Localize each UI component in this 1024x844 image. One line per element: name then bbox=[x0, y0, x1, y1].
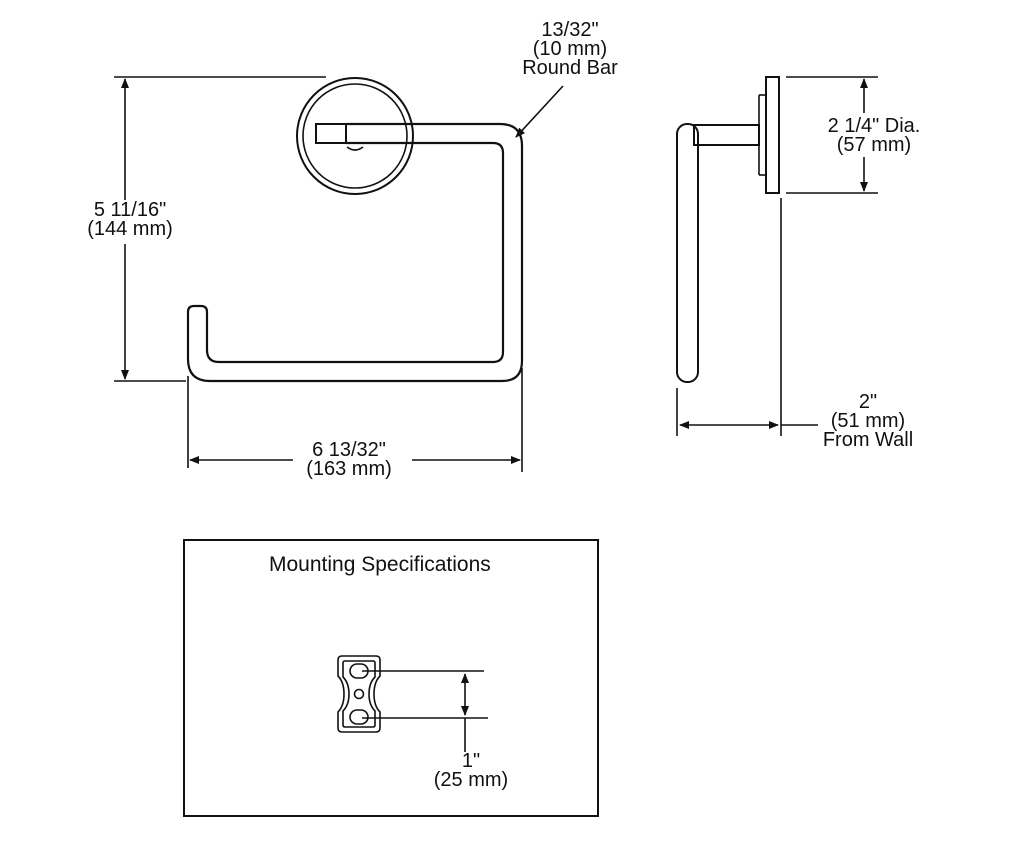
projection-value: 2" bbox=[858, 391, 878, 413]
round-bar-size: 13/32" bbox=[541, 19, 599, 41]
side-ring bbox=[676, 123, 699, 383]
diameter-value: 2 1/4" Dia. bbox=[827, 115, 921, 137]
projection-label: 2" (51 mm) From Wall bbox=[812, 391, 924, 451]
height-value: 5 11/16" bbox=[93, 199, 167, 221]
diameter-value-mm: (57 mm) bbox=[836, 134, 912, 156]
projection-value-mm: (51 mm) bbox=[830, 410, 906, 432]
mounting-bracket-inner bbox=[342, 660, 376, 728]
diameter-label: 2 1/4" Dia. (57 mm) bbox=[812, 115, 936, 156]
mounting-spacing-value: 1" bbox=[461, 750, 481, 772]
round-bar-label: 13/32" (10 mm) Round Bar bbox=[508, 19, 632, 79]
mounting-frame bbox=[183, 539, 599, 817]
ring-outer bbox=[186, 122, 524, 383]
height-value-mm: (144 mm) bbox=[87, 218, 173, 240]
width-label: 6 13/32" (163 mm) bbox=[288, 439, 410, 480]
width-dimension bbox=[187, 368, 523, 472]
side-escutcheon bbox=[765, 76, 780, 194]
mounting-post bbox=[315, 123, 347, 144]
mounting-title: Mounting Specifications bbox=[269, 553, 491, 576]
front-view bbox=[186, 77, 524, 383]
escutcheon-outer bbox=[296, 77, 414, 195]
diameter-dimension bbox=[786, 76, 878, 194]
mounting-spacing-label: 1" (25 mm) bbox=[420, 750, 522, 791]
side-view bbox=[676, 76, 780, 383]
width-value-mm: (163 mm) bbox=[306, 458, 392, 480]
mounting-hole-center bbox=[353, 688, 365, 700]
mounting-bracket-outer bbox=[337, 655, 381, 733]
escutcheon-center-mark bbox=[346, 146, 364, 151]
projection-dimension bbox=[676, 198, 818, 436]
projection-desc: From Wall bbox=[822, 429, 914, 451]
mounting-spacing-value-mm: (25 mm) bbox=[433, 769, 509, 791]
round-bar-size-mm: (10 mm) bbox=[532, 38, 608, 60]
height-label: 5 11/16" (144 mm) bbox=[72, 199, 188, 240]
width-value: 6 13/32" bbox=[312, 439, 386, 461]
round-bar-leader bbox=[515, 85, 564, 138]
height-dimension bbox=[114, 76, 326, 382]
mounting-slot-bottom bbox=[349, 709, 369, 725]
mounting-box bbox=[183, 539, 599, 817]
side-post bbox=[693, 124, 760, 146]
escutcheon-inner bbox=[302, 83, 408, 189]
round-bar-desc: Round Bar bbox=[522, 57, 618, 79]
